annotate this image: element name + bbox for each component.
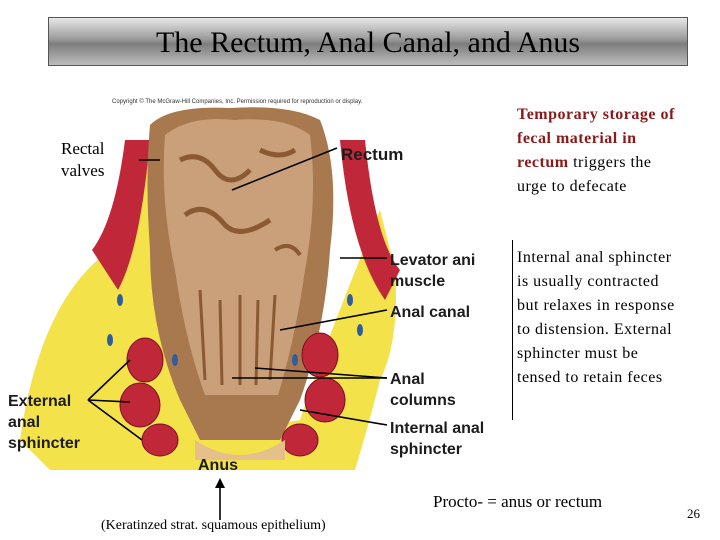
- note-procto-prefix: Procto- = anus or rectum: [433, 492, 603, 511]
- label-anus: Anus: [198, 457, 238, 474]
- label-rectal-valves: Rectal valves: [61, 139, 105, 180]
- label-rectum: Rectum: [341, 145, 404, 164]
- label-levator-ani: Levator ani muscle: [390, 252, 476, 290]
- external-sphincter-right: [281, 332, 346, 457]
- label-anal-columns: Anal columns: [390, 371, 456, 409]
- note-divider: [512, 240, 719, 420]
- external-sphincter-left: [119, 337, 179, 457]
- fat-tissue: [20, 120, 396, 470]
- page-number: 26: [687, 506, 700, 521]
- anal-opening: [195, 440, 285, 460]
- levator-ani-right: [340, 140, 400, 300]
- label-external-sphincter: External anal sphincter: [8, 393, 81, 452]
- copyright-notice: Copyright © The McGraw-Hill Companies, I…: [112, 99, 363, 105]
- levator-ani-left: [92, 140, 150, 290]
- label-internal-sphincter: Internal anal sphincter: [390, 420, 485, 458]
- note-rectum-storage: Temporary storage of fecal material in r…: [517, 106, 675, 195]
- slide-title-bar: The Rectum, Anal Canal, and Anus: [48, 17, 688, 66]
- slide-title: The Rectum, Anal Canal, and Anus: [155, 26, 581, 59]
- note-sphincter-function: Internal anal sphincter is usually contr…: [517, 249, 675, 386]
- note-epithelium: (Keratinzed strat. squamous epithelium): [101, 518, 326, 533]
- label-anal-canal: Anal canal: [390, 304, 471, 321]
